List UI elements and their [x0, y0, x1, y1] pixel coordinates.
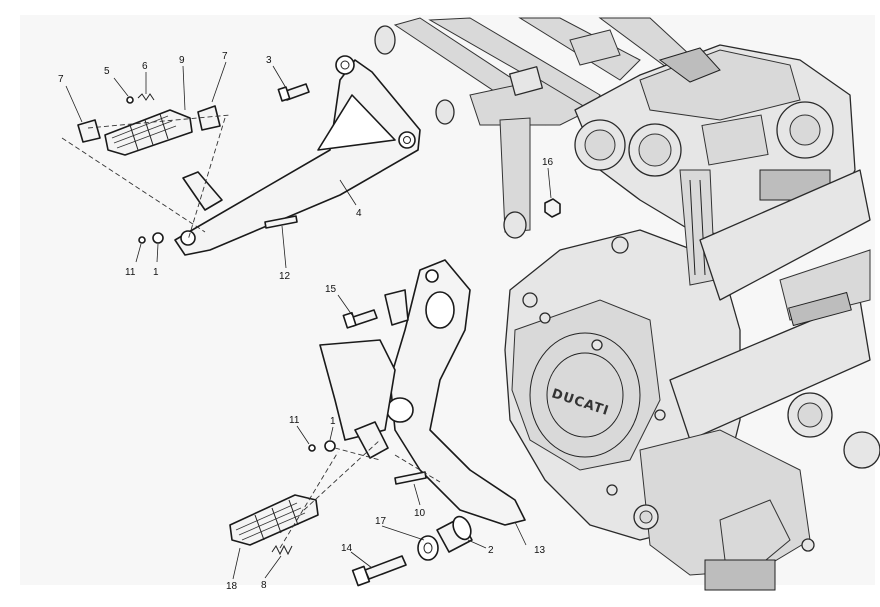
- callout-6: 6: [142, 61, 148, 72]
- callout-17: 17: [375, 516, 387, 527]
- detent-spring: [137, 93, 155, 101]
- assembly-line-top: [61, 114, 231, 241]
- callout-18: 18: [226, 581, 238, 592]
- assembly-line-lower: [279, 439, 441, 549]
- pin-10: [394, 471, 427, 485]
- nut-16: [544, 198, 561, 218]
- callout-12: 12: [279, 271, 291, 282]
- callout-9: 9: [179, 55, 185, 66]
- washer-1-lower: [324, 440, 336, 452]
- callout-1-top: 1: [153, 267, 159, 278]
- spring-8: [271, 544, 293, 556]
- pin-12: [264, 215, 298, 229]
- bolt-15: [342, 309, 378, 329]
- rider-footpeg: [229, 494, 319, 546]
- bracket-right: [197, 105, 221, 131]
- callout-15: 15: [325, 284, 337, 295]
- bolt-3: [277, 83, 310, 102]
- washer-1-top: [152, 232, 164, 244]
- callout-3: 3: [266, 55, 272, 66]
- callout-1-lower: 1: [330, 416, 336, 427]
- callout-labels: 7 5 6 9 7 3 4 11 1 12 15 16 11 1 10 17 2…: [58, 51, 554, 592]
- bushing-2: [436, 515, 473, 553]
- engine-block: DUCATI: [504, 44, 880, 591]
- callout-4: 4: [356, 208, 362, 219]
- callout-5: 5: [104, 66, 110, 77]
- callout-7-right: 7: [222, 51, 228, 62]
- bolt-14: [351, 555, 407, 587]
- bracket-left: [77, 119, 101, 143]
- detent-ball: [126, 96, 134, 104]
- nut-11-lower: [308, 444, 316, 452]
- callout-11-lower: 11: [289, 415, 300, 426]
- passenger-footpeg: [104, 109, 193, 156]
- leader-lines: [65, 61, 552, 580]
- callout-8: 8: [261, 580, 267, 591]
- callout-14: 14: [341, 543, 353, 554]
- callout-13: 13: [534, 545, 546, 556]
- frame-trellis: [374, 17, 691, 239]
- callout-7-left: 7: [58, 74, 64, 85]
- callout-11-top: 11: [125, 267, 136, 278]
- callout-2: 2: [488, 545, 494, 556]
- washer-17: [417, 535, 439, 561]
- nut-11-top: [138, 236, 146, 244]
- passenger-footpeg-holder: [174, 55, 421, 256]
- rider-footpeg-holder: [319, 259, 526, 526]
- callout-10: 10: [414, 508, 426, 519]
- callout-16: 16: [542, 157, 554, 168]
